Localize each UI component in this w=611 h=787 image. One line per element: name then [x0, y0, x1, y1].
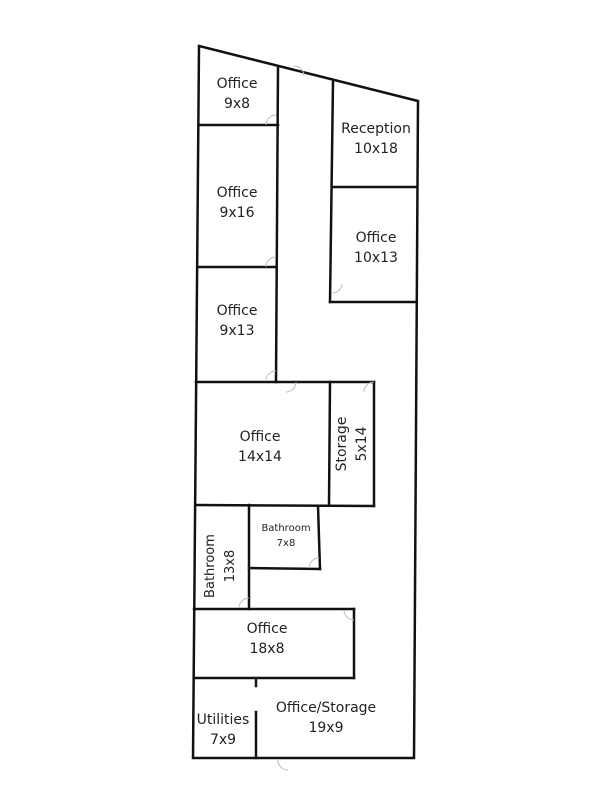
room-size: 10x13	[354, 250, 398, 266]
room-bathroom-13x8: Bathroom 13x8	[201, 526, 241, 606]
room-office-14x14: Office 14x14	[220, 427, 300, 467]
room-size: 19x9	[308, 720, 344, 736]
room-storage: Storage 5x14	[332, 404, 372, 484]
room-size: 9x8	[223, 96, 251, 112]
room-name: Storage	[334, 416, 350, 472]
room-reception: Reception 10x18	[336, 119, 416, 159]
room-size: 9x13	[219, 323, 255, 339]
room-name: Office	[355, 230, 397, 246]
room-office-9x13: Office 9x13	[207, 301, 267, 341]
room-office-9x8: Office 9x8	[207, 74, 267, 114]
room-name: Utilities	[196, 712, 250, 728]
room-name: Bathroom	[203, 534, 218, 598]
room-size: 9x16	[219, 205, 255, 221]
room-name: Reception	[341, 121, 411, 137]
room-name: Bathroom	[261, 523, 311, 534]
room-name: Office	[239, 429, 281, 445]
room-name: Office	[216, 185, 258, 201]
room-size: 13x8	[223, 549, 238, 583]
room-size: 14x14	[238, 449, 282, 465]
room-size: 7x8	[276, 538, 296, 549]
room-office-storage: Office/Storage 19x9	[266, 698, 386, 738]
room-name: Office	[246, 621, 288, 637]
room-office-18x8: Office 18x8	[227, 619, 307, 659]
door-swings	[238, 65, 375, 771]
room-size: 5x14	[354, 426, 370, 462]
room-name: Office/Storage	[275, 700, 377, 716]
room-office-9x16: Office 9x16	[207, 183, 267, 223]
room-office-10x13: Office 10x13	[336, 228, 416, 268]
room-bathroom-7x8: Bathroom 7x8	[256, 521, 316, 551]
room-size: 18x8	[249, 641, 285, 657]
room-name: Office	[216, 76, 258, 92]
room-size: 7x9	[209, 732, 237, 748]
room-name: Office	[216, 303, 258, 319]
room-size: 10x18	[354, 141, 398, 157]
room-utilities: Utilities 7x9	[193, 710, 253, 750]
walls	[191, 44, 420, 760]
